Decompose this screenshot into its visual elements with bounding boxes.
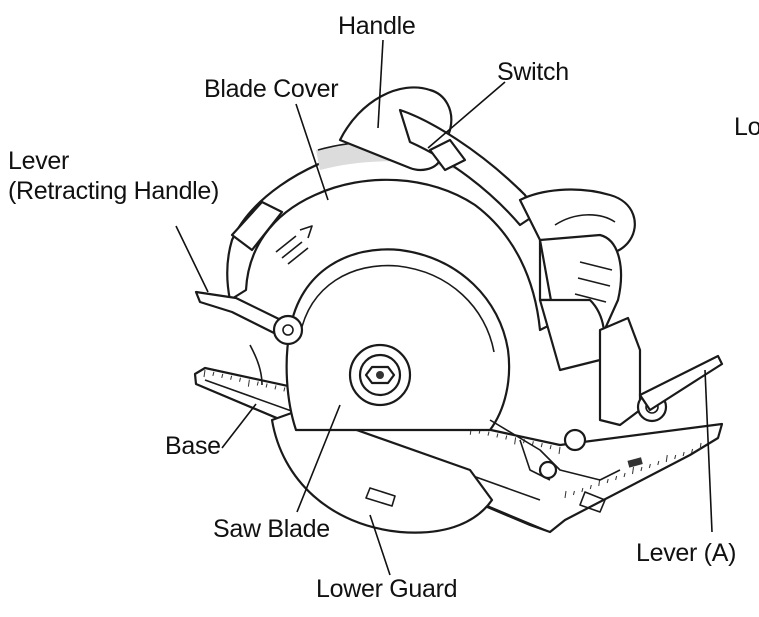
leader-lever	[175, 225, 209, 293]
leader-blade-cover	[295, 103, 329, 201]
saw-blade	[285, 248, 511, 432]
label-switch: Switch	[497, 58, 569, 86]
leader-base	[221, 403, 257, 449]
label-base: Base	[165, 432, 221, 460]
label-saw-blade: Saw Blade	[213, 515, 330, 543]
leader-switch	[427, 81, 506, 149]
leader-lower-guard	[369, 514, 391, 576]
label-lever-sub: (Retracting Handle)	[8, 177, 220, 205]
leader-lever-a	[704, 369, 713, 533]
label-lever: Lever	[8, 147, 70, 175]
label-lever-a: Lever (A)	[636, 539, 737, 567]
leader-saw-blade	[296, 404, 341, 513]
blade-arbor	[348, 343, 412, 407]
leader-lines	[175, 39, 713, 576]
lower-guard	[270, 408, 494, 534]
label-blade-cover: Blade Cover	[204, 75, 339, 103]
label-lower-guard: Lower Guard	[316, 575, 458, 603]
leader-handle	[377, 39, 384, 129]
label-handle: Handle	[338, 12, 416, 40]
retracting-handle-lever	[194, 290, 304, 386]
saw-body	[338, 86, 724, 481]
label-lo-partial: Lo	[734, 113, 759, 141]
